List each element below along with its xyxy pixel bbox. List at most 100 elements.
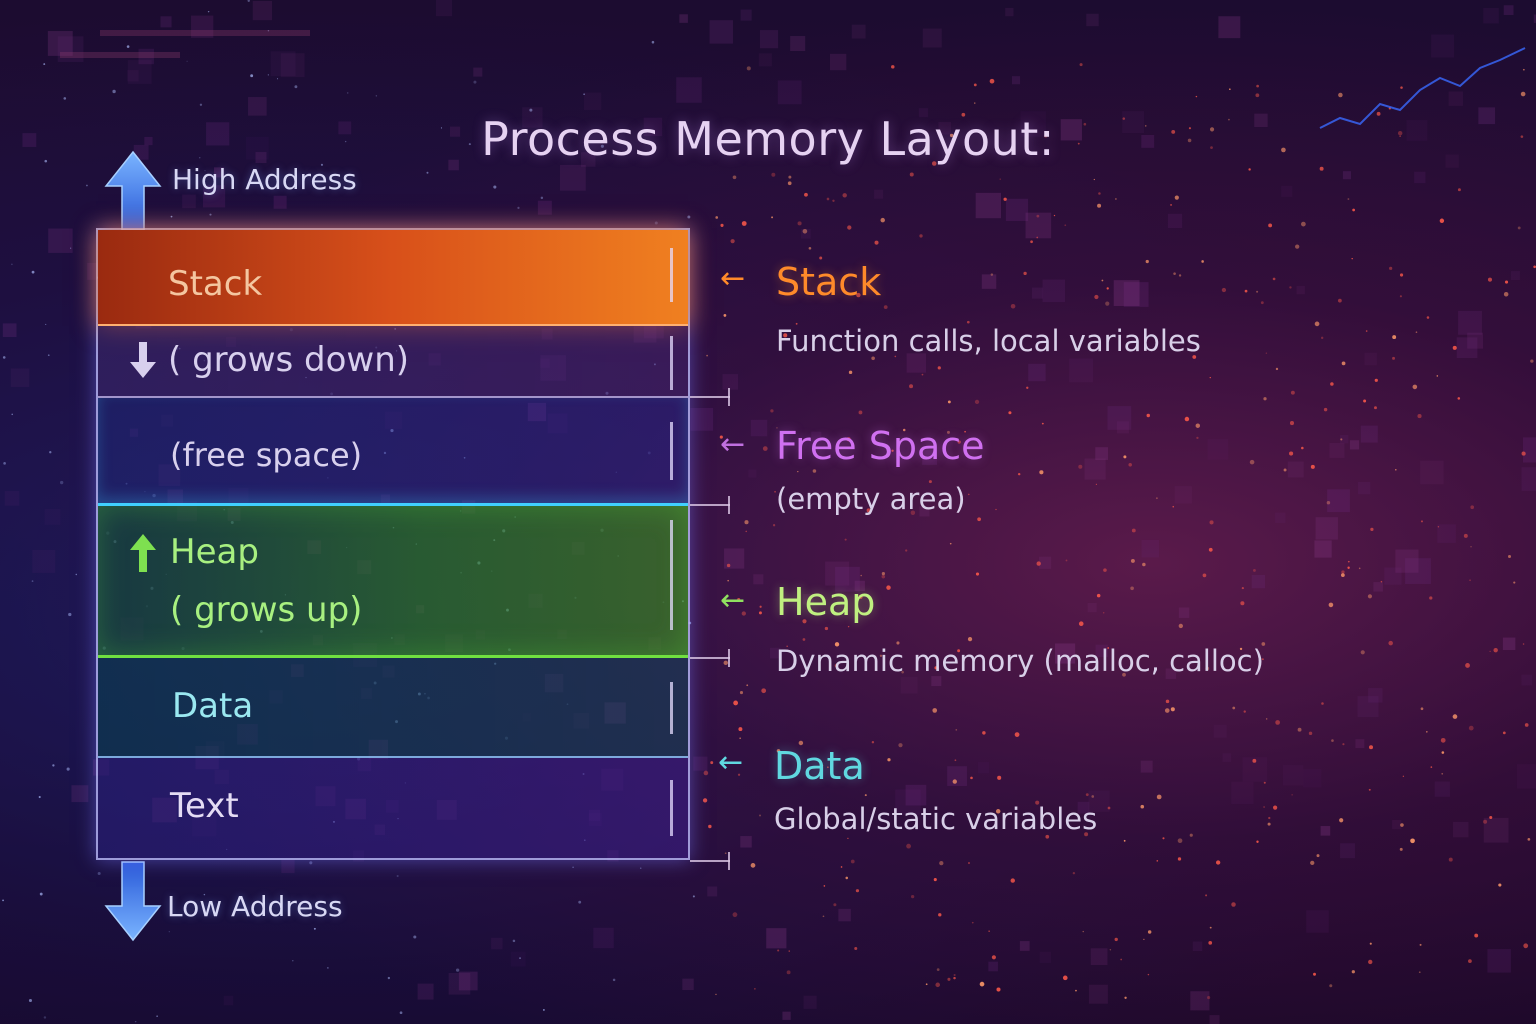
background-sparkle [1323,407,1328,412]
background-square [838,908,851,922]
background-square [1028,363,1046,382]
background-sparkle [723,314,727,317]
background-sparkle [741,611,746,616]
background-sparkle [746,684,749,687]
background-star [3,462,6,465]
background-sparkle [1468,725,1474,731]
background-sparkle [1172,505,1175,508]
background-square [133,144,149,160]
background-sparkle [1530,359,1534,363]
background-square [758,53,772,67]
background-square [255,152,267,164]
background-square [1358,482,1371,495]
background-sparkle [1098,192,1101,195]
background-square [1088,790,1110,812]
background-square [919,506,930,517]
background-sparkle [1508,554,1512,558]
background-sparkle [1395,468,1397,471]
background-square [682,978,694,991]
background-square [1445,154,1459,168]
background-sparkle [819,256,823,260]
background-sparkle [1520,91,1526,97]
background-star [43,1016,47,1019]
background-square [643,117,663,137]
background-square [1275,512,1286,524]
left-arrow-icon: ← [720,427,746,462]
background-sparkle [1241,586,1244,590]
background-sparkle [1146,413,1150,418]
background-sparkle [733,700,739,706]
background-sparkle [1065,559,1068,562]
background-sparkle [1351,970,1355,974]
background-sparkle [906,843,911,849]
background-sparkle [1397,131,1403,136]
background-square [1434,781,1450,797]
background-star [198,157,201,159]
background-sparkle [1489,650,1491,653]
background-star [31,270,35,274]
background-square [1431,34,1455,58]
background-square [803,594,814,605]
background-sparkle [1498,883,1502,887]
background-square [1327,489,1350,513]
background-sparkle [975,572,980,576]
background-sparkle [1283,468,1287,472]
background-sparkle [1102,611,1105,614]
background-sparkle [1290,390,1295,395]
background-sparkle [1308,731,1313,736]
background-sparkle [858,410,863,415]
background-square [922,28,942,48]
background-sparkle [999,178,1001,180]
background-sparkle [1474,933,1479,938]
background-square [1095,644,1108,657]
background-square [1116,421,1129,434]
background-sparkle [1426,316,1430,319]
background-sparkle [1417,414,1422,419]
background-sparkle [880,217,885,223]
annotation-title-heap: Heap [776,580,876,624]
background-sparkle [1130,558,1135,563]
background-sparkle [957,440,961,444]
background-sparkle [1123,839,1126,842]
background-sparkle [1192,355,1197,359]
background-star [440,127,443,129]
background-sparkle [710,761,714,765]
background-star [651,40,655,44]
background-square [71,785,89,803]
background-sparkle [1178,274,1182,277]
background-square [1020,111,1046,137]
background-square [1502,637,1516,651]
background-square [777,80,802,105]
background-sparkle [1147,930,1152,934]
background-sparkle [968,493,970,496]
background-square [473,67,483,77]
background-sparkle [898,743,903,748]
background-square [1213,724,1227,738]
background-sparkle [1452,714,1458,719]
background-sparkle [844,538,847,541]
background-square [895,789,921,815]
background-star [207,10,210,13]
background-sparkle [1041,422,1044,425]
background-sparkle [1208,547,1213,552]
segment-free-space: (free space) [98,398,688,506]
background-square [1005,7,1014,17]
background-sparkle [911,152,914,154]
background-square [1522,437,1536,463]
background-square [1340,843,1355,859]
background-sparkle [1084,832,1089,837]
background-square [1533,14,1536,23]
background-sparkle [1171,129,1176,134]
background-sparkle [931,161,937,166]
background-sparkle [847,837,849,840]
background-sparkle [1210,146,1213,150]
background-square [874,189,884,199]
background-square [138,48,154,65]
background-sparkle [936,968,940,971]
background-square [1141,539,1160,558]
background-sparkle [1207,996,1211,1000]
background-star [70,247,72,249]
background-sparkle [1272,277,1276,281]
background-square [905,784,927,806]
background-sparkle [777,949,780,952]
